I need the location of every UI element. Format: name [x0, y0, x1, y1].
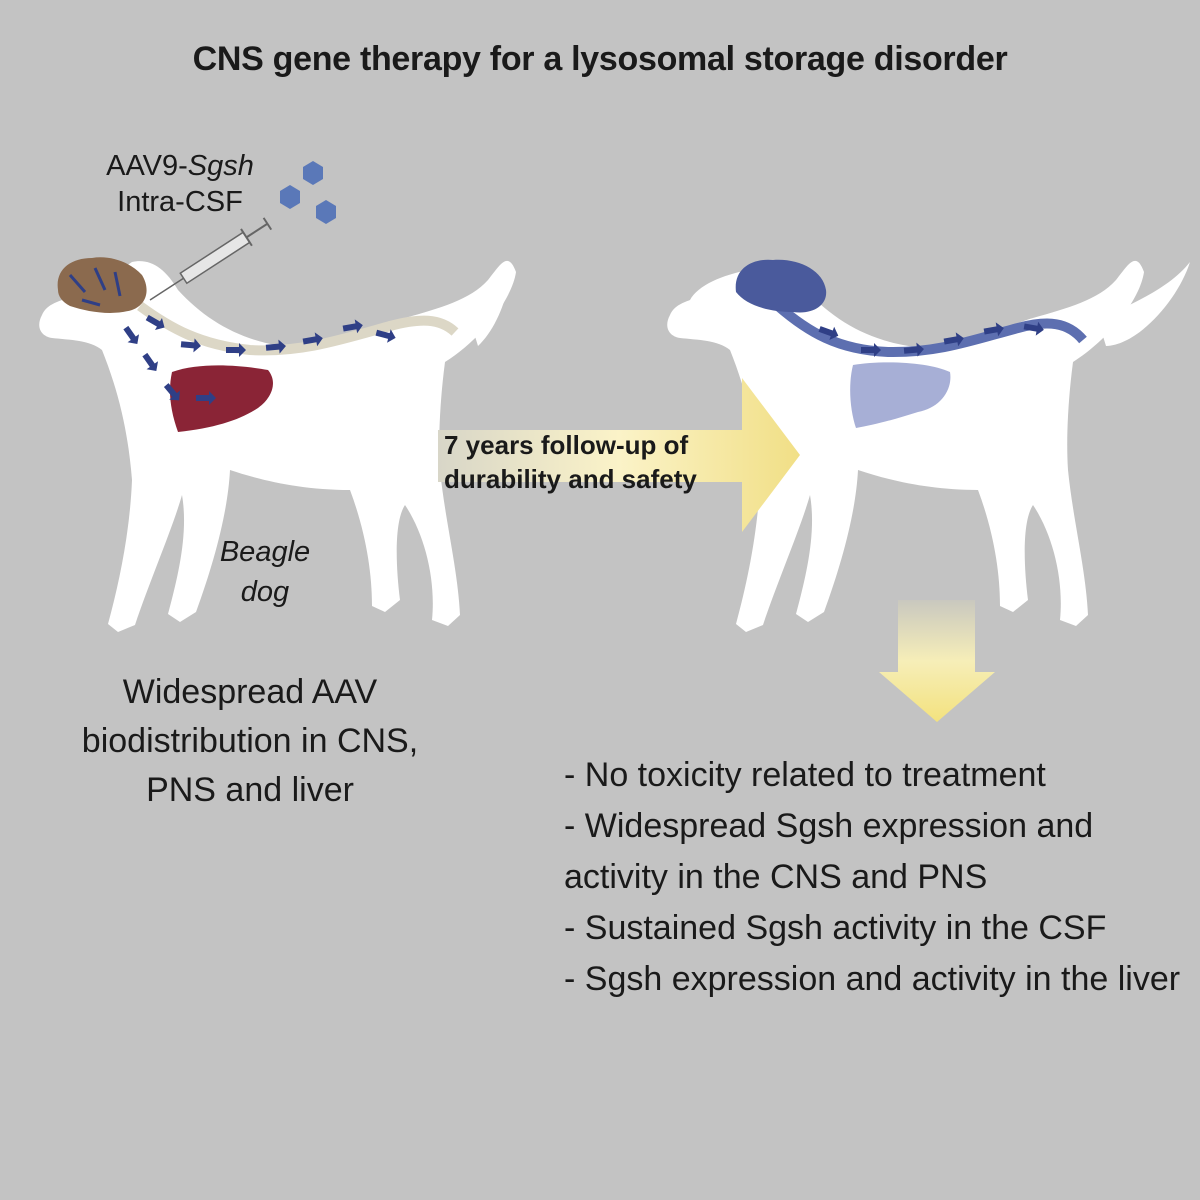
findings-list: - No toxicity related to treatment - Wid… [564, 750, 1194, 1005]
brain-expression-icon [735, 259, 827, 313]
liver-after-icon [850, 362, 951, 428]
timeline-arrow [438, 378, 800, 532]
syringe-icon [149, 217, 273, 301]
dog-after-treatment [667, 259, 1190, 632]
dog-before-treatment [39, 161, 517, 632]
finding-item: - Sustained Sgsh activity in the CSF [564, 909, 1107, 947]
finding-item: - No toxicity related to treatment [564, 756, 1046, 794]
summary-line-3: PNS and liver [146, 771, 354, 809]
summary-line-1: Widespread AAV [122, 673, 378, 711]
injection-route: Intra-CSF [117, 186, 243, 218]
spinal-cord [137, 301, 459, 356]
timeline-line-1: 7 years follow-up of [444, 430, 689, 460]
vector-gene: Sgsh [187, 150, 254, 182]
species-line-2: dog [240, 576, 290, 608]
finding-item: - Sgsh expression and activity in the li… [564, 960, 1181, 998]
species-line-1: Beagle [219, 536, 311, 568]
summary-line-2: biodistribution in CNS, [81, 722, 419, 760]
liver-before-icon [170, 365, 273, 432]
spinal-cord-expression [774, 302, 1087, 358]
species-label: Beagle dog [170, 532, 360, 612]
vector-name: AAV9- [106, 150, 188, 182]
vector-label: AAV9-Sgsh Intra-CSF [60, 148, 300, 220]
timeline-arrow-label: 7 years follow-up of durability and safe… [444, 428, 697, 496]
timeline-line-2: durability and safety [444, 464, 697, 494]
finding-item: - Widespread Sgsh expression and activit… [564, 807, 1094, 896]
dog-tail [470, 265, 512, 346]
outcome-arrow [879, 600, 995, 722]
figure-title: CNS gene therapy for a lysosomal storage… [192, 40, 1008, 78]
biodistribution-summary: Widespread AAV biodistribution in CNS, P… [20, 668, 480, 815]
